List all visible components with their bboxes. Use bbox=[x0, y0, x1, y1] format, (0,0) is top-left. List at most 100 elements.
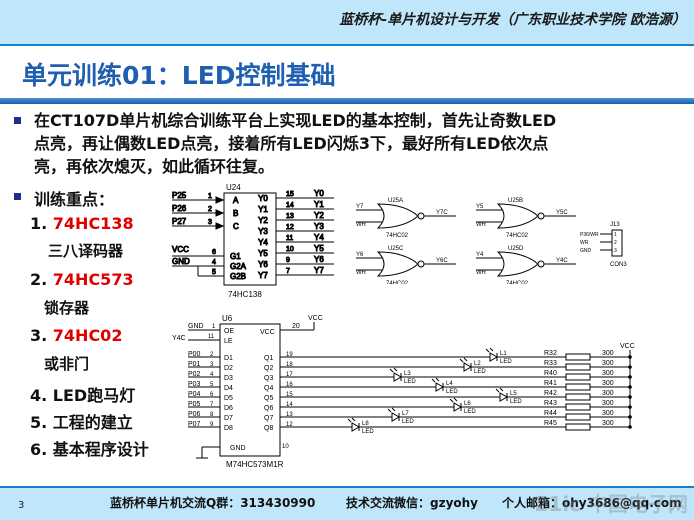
pin-number: 18 bbox=[286, 362, 293, 368]
led-icon bbox=[453, 402, 463, 412]
pin-number: 19 bbox=[286, 352, 293, 358]
inverter-bubble bbox=[537, 260, 545, 268]
light-ray-icon bbox=[459, 358, 464, 363]
item-text: 74HC573 bbox=[52, 270, 134, 289]
light-ray-icon bbox=[463, 357, 468, 362]
resistor-ref: R40 bbox=[544, 370, 557, 377]
led-label: LED bbox=[510, 399, 522, 405]
pin-number: 13 bbox=[286, 412, 293, 418]
bullet-icon bbox=[14, 193, 21, 200]
input-net-label: P07 bbox=[188, 421, 201, 428]
input-net-label: P01 bbox=[188, 361, 201, 368]
pin-number: 7 bbox=[286, 268, 290, 275]
gate-ref: U25A bbox=[388, 198, 403, 204]
item-number: 6. bbox=[30, 440, 53, 459]
junction-dot bbox=[628, 355, 632, 359]
junction-dot bbox=[628, 415, 632, 419]
junction-dot bbox=[628, 425, 632, 429]
led-icon bbox=[435, 382, 445, 392]
led-label: LED bbox=[362, 429, 374, 435]
led-ref: L5 bbox=[510, 391, 517, 397]
gate-output-label: Y7C bbox=[436, 210, 448, 216]
gate-part: 74HC02 bbox=[386, 281, 409, 284]
bullet-icon bbox=[14, 117, 21, 124]
led-label: LED bbox=[474, 369, 486, 375]
pin-name: Y4 bbox=[258, 238, 268, 247]
pin-number: 12 bbox=[286, 422, 293, 428]
input-net-label: P00 bbox=[188, 351, 201, 358]
pin-name: A bbox=[233, 196, 239, 205]
pin-name: D4 bbox=[224, 385, 233, 392]
resistor-icon bbox=[565, 393, 591, 401]
input-net-label: P27 bbox=[172, 217, 187, 226]
connector-icon bbox=[611, 229, 623, 257]
pin-number: 9 bbox=[210, 422, 214, 428]
resistor-value: 300 bbox=[602, 400, 614, 407]
header-bar: 蓝桥杯-单片机设计与开发（广东职业技术学院 欧浩源） bbox=[0, 0, 694, 46]
resistor-value: 300 bbox=[602, 370, 614, 377]
light-ray-icon bbox=[387, 408, 392, 413]
led-label: LED bbox=[404, 379, 416, 385]
led-ref: L3 bbox=[404, 371, 411, 377]
pin-number: 10 bbox=[282, 444, 289, 450]
output-net-label: Y7 bbox=[314, 266, 324, 275]
led-label: LED bbox=[500, 359, 512, 365]
arrow-icon bbox=[215, 222, 225, 230]
input-net-label: P05 bbox=[188, 401, 201, 408]
pin-name: Y1 bbox=[258, 205, 268, 214]
resistor-value: 300 bbox=[602, 410, 614, 417]
focus-item-3: 3. 74HC02 bbox=[30, 326, 122, 345]
light-ray-icon bbox=[489, 347, 494, 352]
resistor-value: 300 bbox=[602, 390, 614, 397]
resistor-ref: R32 bbox=[544, 350, 557, 357]
gate-ref: U25C bbox=[388, 246, 404, 252]
pin-name: Q5 bbox=[264, 395, 273, 402]
led-label: LED bbox=[402, 419, 414, 425]
inverter-bubble bbox=[417, 260, 425, 268]
latch-part: M74HC573M1R bbox=[226, 460, 284, 469]
gate-part: 74HC02 bbox=[506, 233, 529, 239]
led-icon bbox=[391, 412, 401, 422]
intro-line: 亮，再依次熄灭，如此循环往复。 bbox=[34, 157, 275, 176]
pin-number: 4 bbox=[210, 372, 214, 378]
enable-net-label: GND bbox=[172, 257, 190, 266]
pin-name: G2A bbox=[230, 262, 247, 271]
input-net-label: P26 bbox=[172, 204, 187, 213]
pin-name: D3 bbox=[224, 375, 233, 382]
pin-number: 9 bbox=[286, 257, 290, 264]
arrow-icon bbox=[215, 209, 225, 217]
output-net-label: Y2 bbox=[314, 211, 324, 220]
vcc-label: VCC bbox=[308, 315, 323, 322]
pin-name: Y0 bbox=[258, 194, 268, 203]
item-number: 2. bbox=[30, 270, 53, 289]
resistor-value: 300 bbox=[602, 360, 614, 367]
page-number: 3 bbox=[18, 500, 25, 511]
light-ray-icon bbox=[435, 377, 440, 382]
connector-part: CON3 bbox=[610, 262, 627, 268]
led-label: LED bbox=[446, 389, 458, 395]
connector-pin-label: WR bbox=[580, 240, 589, 246]
footer-wechat: 技术交流微信：gzyohy bbox=[346, 496, 479, 510]
resistor-icon bbox=[565, 413, 591, 421]
light-ray-icon bbox=[485, 348, 490, 353]
header-text: 蓝桥杯-单片机设计与开发（广东职业技术学院 欧浩源） bbox=[339, 12, 686, 28]
nor-gate-icon bbox=[496, 251, 539, 277]
led-ref: L1 bbox=[500, 351, 507, 357]
pin-name: Q2 bbox=[264, 365, 273, 372]
input-net-label: P02 bbox=[188, 371, 201, 378]
led-icon bbox=[499, 392, 509, 402]
junction-dot bbox=[628, 375, 632, 379]
focus-item-4: 4. LED跑马灯 bbox=[30, 382, 135, 406]
resistor-icon bbox=[565, 353, 591, 361]
pin-number: 6 bbox=[212, 249, 216, 256]
resistor-ref: R33 bbox=[544, 360, 557, 367]
inverter-bubble bbox=[417, 212, 425, 220]
item-number: 1. bbox=[30, 214, 53, 233]
resistor-ref: R42 bbox=[544, 390, 557, 397]
gate-input-label: Y7 bbox=[356, 204, 364, 210]
intro-paragraph: 在CT107D单片机综合训练平台上实现LED的基本控制，首先让奇数LED 点亮，… bbox=[34, 109, 664, 178]
pin-name: Q8 bbox=[264, 425, 273, 432]
led-label: LED bbox=[464, 409, 476, 415]
pin-name: VCC bbox=[260, 329, 275, 336]
